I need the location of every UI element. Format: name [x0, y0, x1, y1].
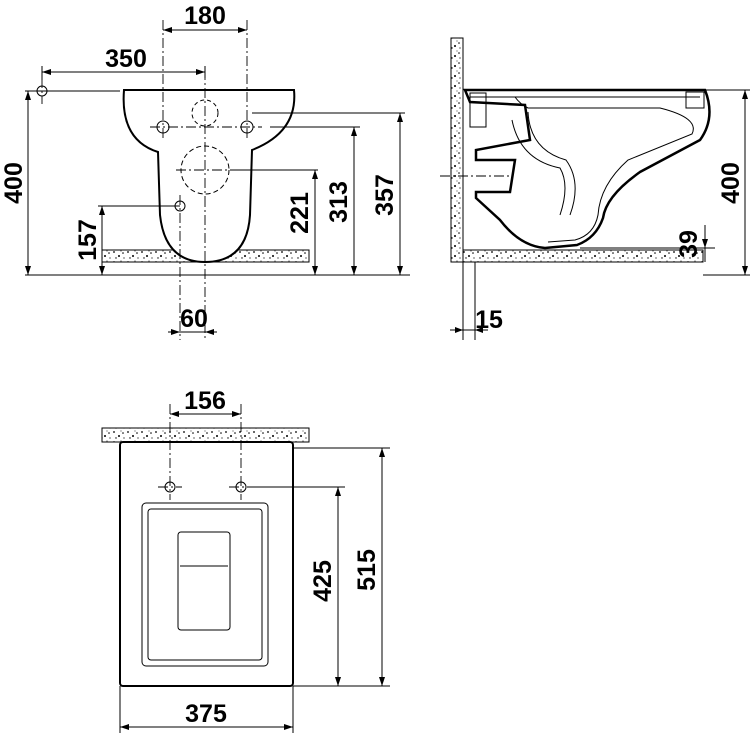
side-floor-slab [462, 249, 704, 263]
dim-375: 375 [185, 700, 227, 728]
wall [450, 37, 464, 263]
dim-400-side: 400 [717, 162, 745, 204]
side-view: 400 39 15 [440, 37, 750, 340]
top-wall-strip [101, 427, 310, 443]
top-view: 156 425 515 375 [101, 387, 390, 733]
bowl-top-outline [119, 441, 294, 687]
dim-313: 313 [325, 181, 353, 223]
seat-block [177, 531, 231, 631]
dim-515: 515 [353, 549, 381, 591]
bowl-side-outline [463, 88, 711, 250]
water-inlet-hole [191, 99, 219, 127]
dim-350: 350 [105, 45, 147, 73]
dim-400-front: 400 [0, 162, 28, 204]
dim-180: 180 [184, 2, 226, 30]
trap-channel [511, 111, 576, 216]
bowl-front-outline [122, 89, 296, 264]
dim-157: 157 [74, 219, 102, 261]
dim-221: 221 [286, 192, 314, 234]
dim-15: 15 [475, 306, 503, 334]
dim-39: 39 [675, 230, 703, 258]
dim-156: 156 [184, 387, 226, 415]
dim-357: 357 [371, 174, 399, 216]
front-view: 180 350 400 157 221 313 357 [0, 2, 410, 340]
dim-425: 425 [309, 560, 337, 602]
dim-60: 60 [180, 305, 208, 333]
